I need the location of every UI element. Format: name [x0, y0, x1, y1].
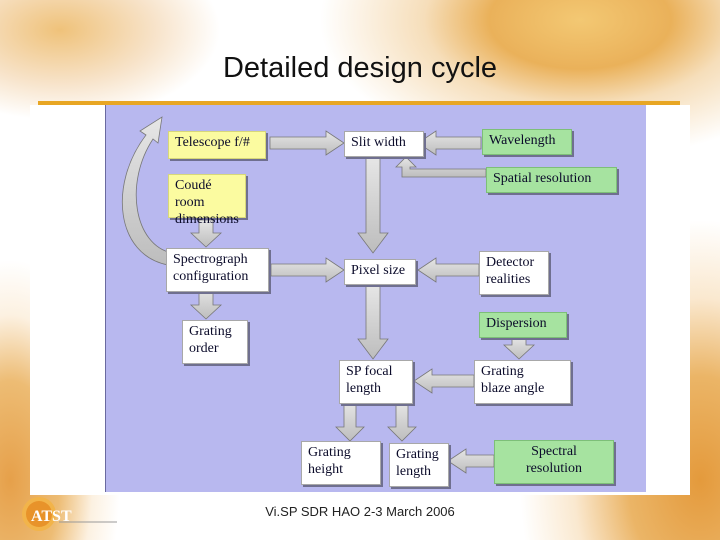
- node-blaze-angle-line2: blaze angle: [481, 381, 545, 396]
- arrow-dispersion-to-blaze: [502, 336, 536, 360]
- arrow-slit-to-pixel: [357, 156, 389, 254]
- design-cycle-diagram: Telescope f/# Slit width Wavelength Spat…: [105, 105, 646, 492]
- node-spectral-resolution-line1: Spectral: [531, 444, 577, 459]
- node-slit-width-label: Slit width: [351, 135, 406, 150]
- node-sp-focal-line2: length: [346, 381, 381, 396]
- node-spectrograph-line1: Spectrograph: [173, 252, 248, 267]
- arrow-blaze-to-focal: [413, 368, 475, 394]
- arrow-spectrograph-to-pixel: [270, 257, 345, 283]
- slide-footer: Vi.SP SDR HAO 2-3 March 2006: [265, 504, 455, 519]
- node-slit-width: Slit width: [344, 131, 424, 157]
- arrow-spectrograph-to-order: [189, 287, 223, 320]
- arrow-focal-to-height: [335, 401, 365, 442]
- arrow-focal-to-length: [387, 401, 417, 442]
- arrow-telescope-to-slit: [269, 130, 345, 156]
- arrow-pixel-to-focal: [357, 284, 389, 360]
- node-pixel-size-label: Pixel size: [351, 263, 406, 278]
- node-grating-length: Grating length: [389, 443, 449, 487]
- node-detector-line2: realities: [486, 272, 531, 287]
- arrow-wavelength-to-slit: [417, 130, 482, 156]
- node-coude-room-line2: dimensions: [175, 212, 239, 227]
- node-dispersion-label: Dispersion: [486, 316, 547, 331]
- arrow-spectral-to-length: [447, 448, 495, 474]
- node-grating-order-line2: order: [189, 341, 219, 356]
- arrow-coude-to-spectrograph: [189, 219, 223, 248]
- node-spectral-resolution: Spectral resolution: [494, 440, 614, 484]
- slide-title: Detailed design cycle: [222, 52, 498, 84]
- title-rule: [38, 101, 680, 105]
- node-sp-focal-length: SP focal length: [339, 360, 413, 404]
- node-detector-line1: Detector: [486, 255, 535, 270]
- arrow-detector-to-pixel: [417, 257, 480, 283]
- node-grating-length-line1: Grating: [396, 447, 439, 462]
- node-wavelength: Wavelength: [482, 129, 572, 155]
- node-spectrograph: Spectrograph configuration: [166, 248, 269, 292]
- node-grating-height: Grating height: [301, 441, 381, 485]
- node-telescope: Telescope f/#: [168, 131, 266, 159]
- feedback-loop-arrow: [121, 116, 173, 266]
- node-grating-height-line2: height: [308, 462, 343, 477]
- node-coude-room: Coudé room dimensions: [168, 174, 246, 227]
- node-telescope-label: Telescope f/#: [175, 135, 250, 150]
- flow-arrows: [121, 116, 536, 474]
- node-dispersion: Dispersion: [479, 312, 567, 338]
- atst-logo-text: ATST: [31, 508, 72, 525]
- node-grating-height-line1: Grating: [308, 445, 351, 460]
- node-sp-focal-line1: SP focal: [346, 364, 393, 379]
- node-blaze-angle-line1: Grating: [481, 364, 524, 379]
- node-pixel-size: Pixel size: [344, 259, 416, 285]
- node-spectral-resolution-line2: resolution: [526, 461, 582, 476]
- node-coude-room-line1: Coudé room: [175, 178, 212, 210]
- node-blaze-angle: Grating blaze angle: [474, 360, 571, 404]
- node-wavelength-label: Wavelength: [489, 133, 556, 148]
- arrow-spatial-to-slit: [395, 156, 487, 178]
- node-grating-order: Grating order: [182, 320, 248, 364]
- node-spatial-resolution: Spatial resolution: [486, 167, 617, 193]
- node-spectrograph-line2: configuration: [173, 269, 249, 284]
- node-detector: Detector realities: [479, 251, 549, 295]
- node-spatial-resolution-label: Spatial resolution: [493, 171, 592, 186]
- atst-logo: ATST: [22, 497, 117, 531]
- node-grating-length-line2: length: [396, 464, 431, 479]
- node-grating-order-line1: Grating: [189, 324, 232, 339]
